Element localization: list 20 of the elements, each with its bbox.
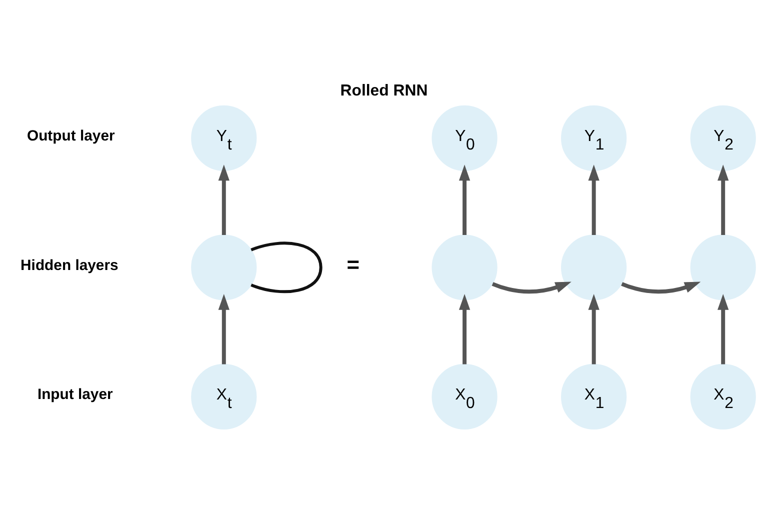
connector [250, 242, 322, 294]
arrow [718, 294, 729, 364]
node-circle [561, 234, 627, 300]
label: Input layer [37, 387, 113, 404]
arrow [458, 164, 470, 235]
node-circle [191, 234, 257, 300]
arrow [492, 282, 572, 294]
node-circle [432, 234, 498, 300]
arrow [621, 282, 701, 294]
label: Output layer [27, 128, 115, 145]
diagram-title: Rolled RNN [340, 82, 428, 100]
arrow [458, 294, 470, 364]
arrow [588, 164, 600, 235]
arrow [588, 294, 600, 364]
label: = [346, 252, 360, 277]
label: Hidden layers [20, 258, 118, 274]
arrow [218, 164, 230, 235]
arrow [218, 294, 230, 364]
arrow [718, 164, 729, 235]
node-circle [690, 234, 756, 300]
